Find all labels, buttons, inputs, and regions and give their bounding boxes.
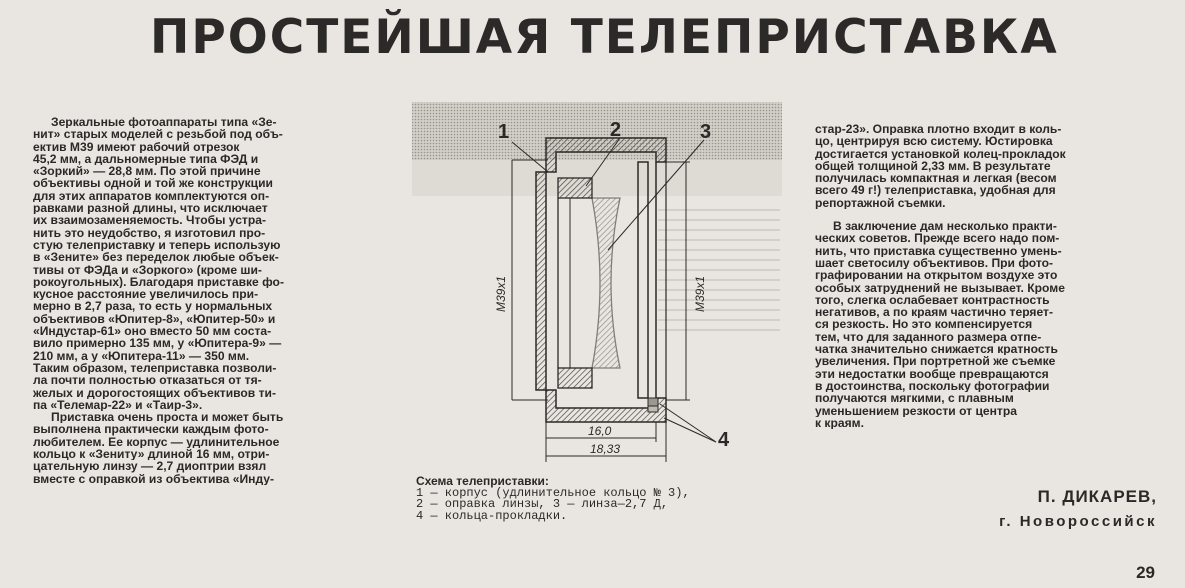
text-line: объективы одной и той же конструкции: [33, 177, 273, 190]
paragraph: В заключение дам несколько практи- чески…: [815, 220, 1170, 429]
text-line: стую телеприставку и теперь использую: [33, 238, 281, 252]
text-line: негативов, а по краям частично теряет-: [815, 306, 1053, 319]
text-line: желых и дорогостоящих объективов ти-: [33, 386, 276, 399]
background-bands: [412, 102, 782, 331]
text-line: вместе с оправкой из объектива «Инду-: [33, 472, 275, 485]
text-line: достигается установкой колец-прокладок: [815, 147, 1066, 160]
text-line: любителем. Ее корпус — удлинительное: [33, 435, 280, 449]
text-line: ектив М39 имеют рабочий отрезок: [33, 140, 240, 153]
text-line: того, слегка ослабевает контрастность: [815, 293, 1050, 307]
text-line: общей толщиной 2,33 мм. В результате: [815, 159, 1051, 173]
author-signature: П. ДИКАРЕВ, г. Новороссийск: [999, 487, 1157, 530]
text-line: увеличения. При портретной же съемке: [815, 355, 1056, 368]
text-line: рокоугольных). Благодаря приставке фо-: [33, 275, 284, 289]
text-line: Зеркальные фотоаппараты типа «Зе-: [51, 116, 277, 129]
text-column-left: Зеркальные фотоаппараты типа «Зе- нит» с…: [33, 116, 379, 485]
text-line: «Зоркий» — 28,8 мм. По этой причине: [33, 165, 261, 178]
paragraph: Зеркальные фотоаппараты типа «Зе- нит» с…: [33, 116, 379, 411]
caption-line: 2 — оправка линзы, 3 — линза—2,7 Д,: [416, 497, 669, 511]
caption-title: Схема телеприставки:: [416, 474, 549, 488]
dimension-outer: 18,33: [590, 442, 620, 456]
text-line: объективов «Юпитер-8», «Юпитер-50» и: [33, 312, 276, 326]
negative-lens: [591, 197, 621, 369]
text-line: 210 мм, а у «Юпитера-11» — 350 мм.: [33, 349, 250, 362]
text-line: мерно в 2,7 раза, то есть у нормальных: [33, 300, 273, 313]
text-line: тивы от ФЭДа и «Зоркого» (кроме ши-: [33, 263, 262, 276]
text-line: к краям.: [815, 416, 864, 430]
callout-4: 4: [718, 429, 730, 451]
teleconverter-diagram: 1 2 3 4 М39х1 М39х1 16,0 18,33: [412, 102, 782, 462]
article-title: ПРОСТЕЙШАЯ ТЕЛЕПРИСТАВКА: [150, 10, 1059, 65]
text-line: в «Зените» без переделок любые объек-: [33, 251, 279, 264]
text-line: графировании на открытом воздухе это: [815, 269, 1058, 282]
text-line: Приставка очень проста и может быть: [51, 411, 284, 424]
text-line: стар-23». Оправка плотно входит в коль-: [815, 123, 1062, 136]
text-line: кусное расстояние увеличилось при-: [33, 288, 259, 301]
spacer-rings: [647, 397, 659, 413]
thread-dimension-lines: [511, 137, 717, 462]
text-line: ся резкость. Но это компенсируется: [815, 318, 1033, 331]
text-line: эти недостатки вообще превращаются: [815, 367, 1049, 380]
text-line: репортажной съемки.: [815, 196, 946, 210]
text-line: цательную линзу — 2,7 диоптрии взял: [33, 460, 267, 473]
text-line: в достоинства, поскольку фотографии: [815, 379, 1050, 393]
text-line: особых затруднений не вызывает. Кроме: [815, 281, 1065, 294]
text-line: Таким образом, телеприставка позволи-: [33, 361, 277, 375]
text-line: всего 49 г!) телеприставка, удобная для: [815, 184, 1056, 197]
text-line: вило примерно 135 мм, у «Юпитера-9» —: [33, 337, 282, 350]
text-line: их взаимозаменяемость. Чтобы устра-: [33, 214, 266, 227]
text-line: 45,2 мм, а дальномерные типа ФЭД и: [33, 152, 259, 166]
text-line: ческих советов. Прежде всего надо пом-: [815, 232, 1060, 245]
text-line: нить это неудобство, я изготовил про-: [33, 226, 266, 239]
page-number: 29: [1136, 563, 1155, 582]
callout-1: 1: [498, 121, 509, 143]
paragraph: Приставка очень проста и может быть выпо…: [33, 411, 379, 485]
caption-line: 4 — кольца-прокладки.: [416, 508, 568, 523]
text-line: уменьшением резкости от центра: [815, 404, 1017, 417]
text-line: нит» старых моделей с резьбой под объ-: [33, 128, 283, 141]
callout-2: 2: [610, 119, 621, 141]
text-line: цо, центрируя всю систему. Юстировка: [815, 135, 1053, 148]
text-line: равками разной длины, что исключает: [33, 202, 268, 215]
callout-3: 3: [700, 121, 711, 143]
caption-line: 1 — корпус (удлинительное кольцо № 3),: [416, 485, 690, 500]
text-line: «Индустар-61» оно вместо 50 мм соста-: [33, 325, 272, 338]
paragraph: стар-23». Оправка плотно входит в коль- …: [815, 123, 1170, 209]
author-city: г. Новороссийск: [999, 513, 1157, 530]
text-line: чатка значительно снижается кратность: [815, 343, 1058, 356]
lens-mount: [557, 177, 593, 389]
text-column-right: стар-23». Оправка плотно входит в коль- …: [815, 123, 1170, 429]
author-name: П. ДИКАРЕВ,: [1037, 487, 1157, 506]
dimension-inner: 16,0: [588, 424, 612, 438]
text-line: шает светосилу объективов. При фото-: [815, 256, 1054, 270]
text-line: па «Телемар-22» и «Таир-3».: [33, 398, 203, 412]
text-line: кольцо к «Зениту» длиной 16 мм, отри-: [33, 448, 270, 461]
text-line: тем, что для заданного размера отпе-: [815, 330, 1042, 344]
text-line: для этих аппаратов комплектуются оп-: [33, 189, 270, 203]
text-line: В заключение дам несколько практи-: [833, 220, 1057, 233]
thread-label-left: М39х1: [494, 276, 508, 312]
thread-label-right: М39х1: [693, 276, 707, 312]
text-line: ла почти полностью отказаться от тя-: [33, 374, 262, 387]
diagram-caption: Схема телеприставки: 1 — корпус (удлинит…: [416, 474, 796, 523]
text-line: получилась компактная и легкая (весом: [815, 172, 1057, 185]
text-line: выполнена практически каждым фото-: [33, 423, 269, 436]
text-line: нить, что приставка существенно умень-: [815, 244, 1062, 257]
text-line: получаются мягкими, с плавным: [815, 392, 1014, 405]
